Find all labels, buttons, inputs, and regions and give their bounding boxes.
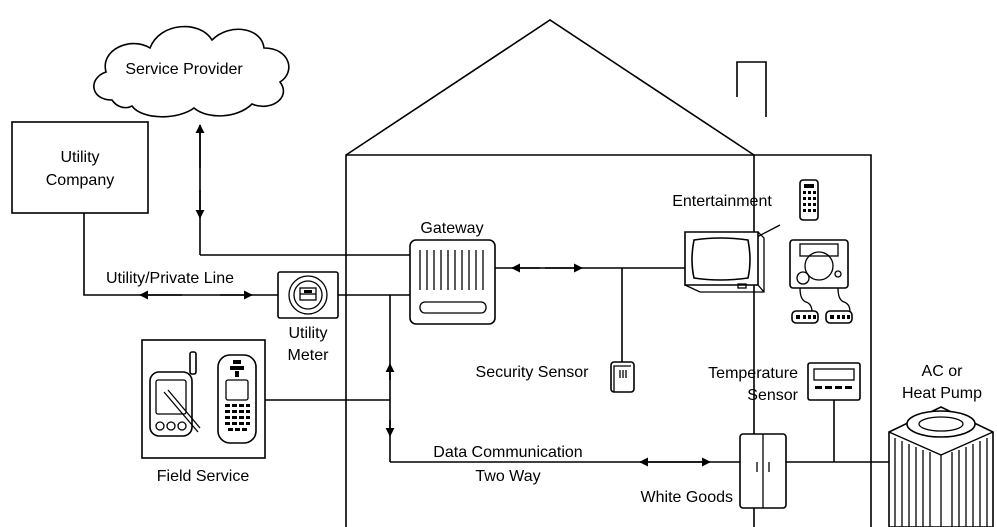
connection-lines (83, 124, 889, 467)
entertainment-label: Entertainment (672, 193, 772, 210)
house-extension (754, 154, 872, 527)
temperature-sensor-label-line2: Sensor (747, 387, 798, 404)
temperature-sensor-label-line1: Temperature (708, 365, 798, 382)
utility-meter-label-line2: Meter (288, 347, 330, 364)
pda-device-icon (149, 351, 201, 437)
field-service-group: Field Service (141, 339, 266, 485)
utility-private-line-label: Utility/Private Line (106, 270, 234, 287)
entertainment-group: Entertainment (672, 179, 853, 324)
utility-company-label-line2: Company (46, 172, 114, 189)
gateway-label: Gateway (420, 220, 483, 237)
handheld-terminal-icon (217, 354, 257, 444)
data-communication-label: Data Communication (433, 444, 582, 461)
utility-private-line (83, 213, 278, 296)
utility-company-box: Utility Company (11, 121, 149, 214)
security-sensor-label: Security Sensor (476, 364, 590, 381)
ac-heat-pump-label-line2: Heat Pump (902, 385, 982, 402)
security-sensor-icon: Security Sensor (476, 361, 635, 393)
temperature-sensor-icon: Temperature Sensor (708, 362, 861, 404)
field-service-label: Field Service (157, 468, 250, 485)
utility-meter-icon: Utility Meter (277, 271, 339, 364)
ac-heat-pump-label-line1: AC or (922, 363, 964, 380)
service-provider-cloud: Service Provider (93, 25, 290, 118)
white-goods-icon: White Goods (641, 433, 787, 509)
service-provider-label: Service Provider (125, 61, 243, 78)
remote-control-icon (799, 179, 819, 221)
ac-heat-pump-icon: AC or Heat Pump (888, 363, 994, 527)
utility-company-label-line1: Utility (60, 149, 99, 166)
game-console-icon (789, 239, 853, 324)
utility-meter-label-line1: Utility (288, 325, 327, 342)
white-goods-label: White Goods (641, 489, 733, 506)
chimney (736, 61, 767, 117)
gateway-device-icon: Gateway (409, 220, 496, 325)
television-icon (684, 224, 781, 293)
two-way-label: Two Way (475, 468, 540, 485)
